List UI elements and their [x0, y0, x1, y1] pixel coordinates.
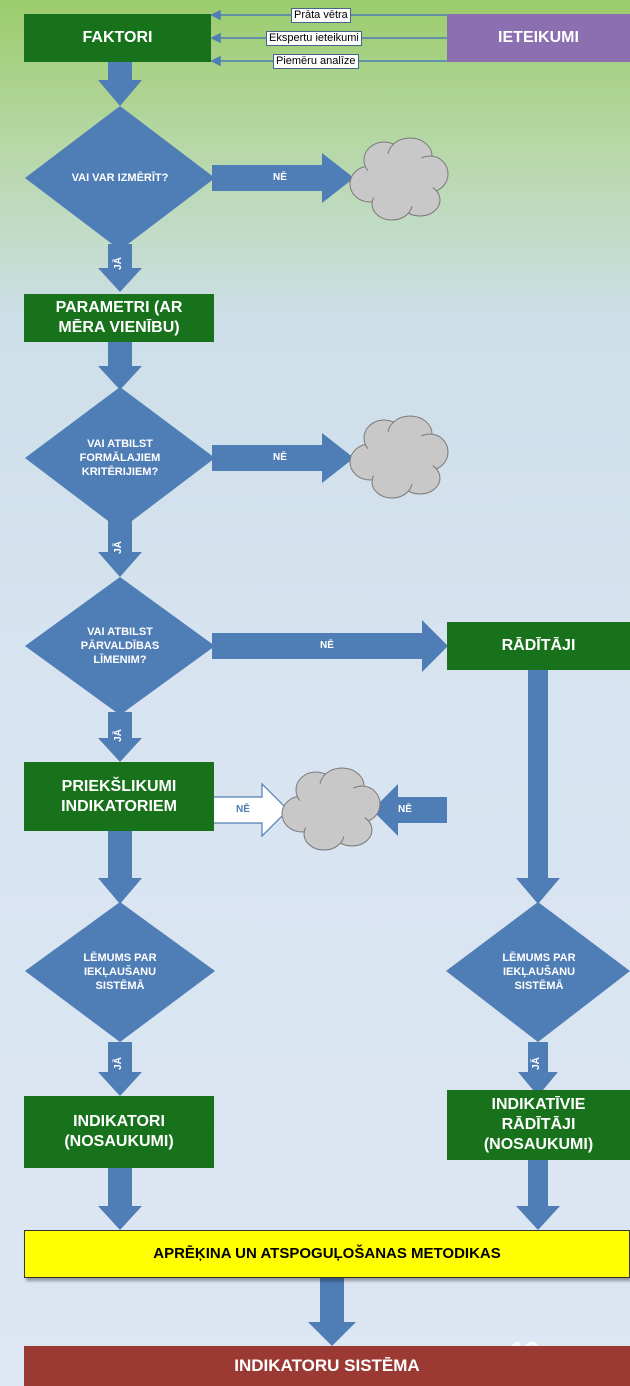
arrow-indikatori-to-metodikas [98, 1168, 142, 1230]
arrow-d4-no [211, 782, 289, 838]
decision-diamond-3 [25, 577, 215, 715]
arrow-d3-to-priekslikumi [98, 712, 142, 762]
yes-label-4: JĀ [112, 1057, 124, 1070]
decision-text-3: VAI ATBILST PĀRVALDĪBAS LĪMENIM? [80, 626, 160, 666]
arrow-d2-no [212, 433, 354, 483]
box-metodikas: APRĒĶINA UN ATSPOGUĻOŠANAS METODIKAS [24, 1230, 630, 1278]
source-label-3: Piemēru analīze [273, 54, 359, 69]
decision-text-5: LĒMUMS PAR IEKĻAUŠANU SISTĒMĀ [502, 952, 576, 992]
box-parametri: PARAMETRI (AR MĒRA VIENĪBU) [24, 294, 214, 342]
yes-label-1: JĀ [112, 257, 124, 270]
yes-label-5: JĀ [530, 1057, 542, 1070]
decision-text-1: VAI VAR IZMĒRĪT? [71, 172, 169, 184]
arrow-d5-to-indikativie [518, 1042, 558, 1096]
decision-diamonds [25, 106, 630, 1042]
yes-label-3: JĀ [112, 729, 124, 742]
decision-diamond-5 [446, 902, 630, 1042]
cloud-2 [349, 415, 449, 499]
box-priekslikumi: PRIEKŠLIKUMI INDIKATORIEM [24, 762, 214, 831]
box-indikatoru-sistema: INDIKATORU SISTĒMA [24, 1346, 630, 1386]
arrow-d5-no [372, 784, 447, 836]
source-label-2: Ekspertu ieteikumi [266, 31, 362, 46]
arrow-d1-to-parametri [98, 244, 142, 292]
arrow-parametri-to-d2 [98, 342, 142, 390]
no-arrows [212, 153, 448, 836]
decision-diamond-4 [25, 902, 215, 1042]
decision-text-2: VAI ATBILST FORMĀLAJIEM KRITĒRIJIEM? [79, 438, 161, 478]
arrow-d4-to-indikatori [98, 1042, 142, 1096]
decision-text-4: LĒMUMS PAR IEKĻAUŠANU SISTĒMĀ [83, 952, 157, 992]
no-label-3: NĒ [320, 640, 334, 651]
box-indikatori: INDIKATORI (NOSAUKUMI) [24, 1096, 214, 1168]
source-label-1: Prāta vētra [291, 8, 351, 23]
down-arrows-right [308, 670, 560, 1346]
box-ieteikumi: IETEIKUMI [447, 14, 630, 62]
no-label-1: NĒ [273, 172, 287, 183]
clouds [281, 137, 449, 851]
down-arrows-left [98, 62, 142, 1230]
arrow-priekslikumi-to-d4 [98, 831, 142, 904]
cloud-1 [349, 137, 449, 221]
box-faktori: FAKTORI [24, 14, 211, 62]
cloud-3 [281, 767, 381, 851]
arrow-d2-to-d3 [98, 521, 142, 577]
arrow-indikativie-to-metodikas [516, 1160, 560, 1230]
arrow-metodikas-to-sistema [308, 1278, 356, 1346]
arrow-faktori-to-d1 [98, 62, 142, 106]
no-label-5: NĒ [398, 804, 412, 815]
no-label-4: NĒ [236, 804, 250, 815]
arrow-d1-no [212, 153, 354, 203]
arrow-d3-no [212, 620, 448, 672]
no-label-2: NĒ [273, 452, 287, 463]
box-raditaji: RĀDĪTĀJI [447, 622, 630, 670]
decision-diamond-2 [25, 387, 215, 530]
yes-label-2: JĀ [112, 541, 124, 554]
arrow-raditaji-to-d5 [516, 670, 560, 904]
decision-diamond-1 [25, 106, 215, 250]
box-indikativie: INDIKATĪVIE RĀDĪTĀJI (NOSAUKUMI) [447, 1090, 630, 1160]
